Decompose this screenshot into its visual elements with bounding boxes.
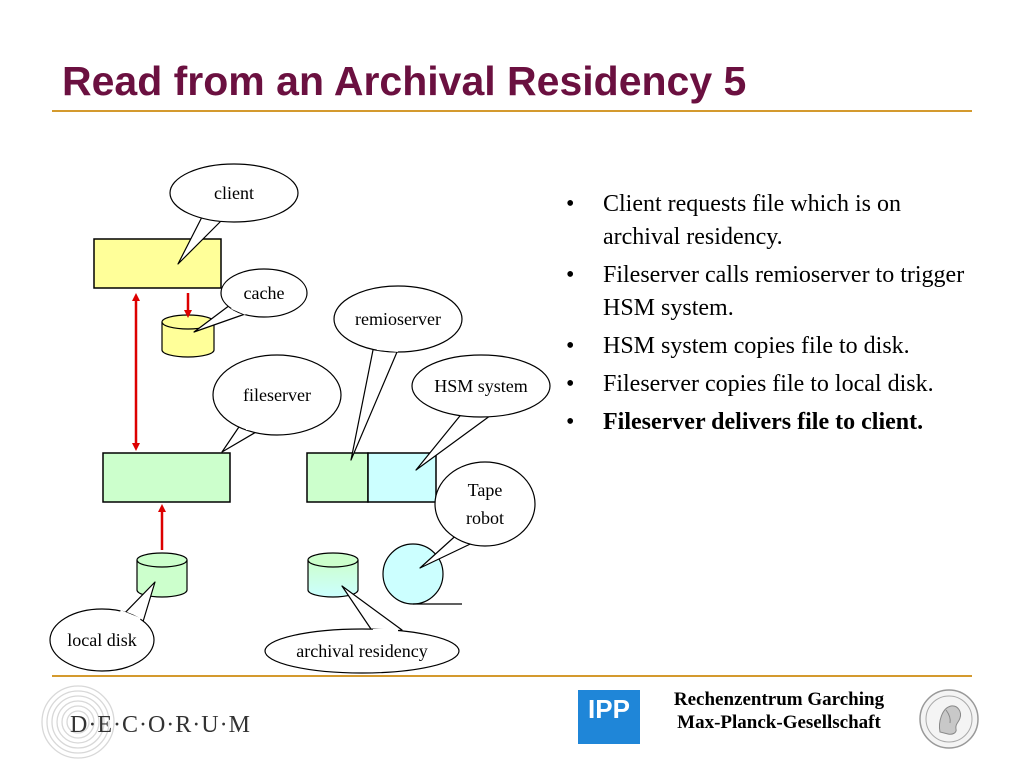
archival-residency-callout: archival residency [264,585,460,674]
bullet-text: Fileserver delivers file to client. [603,409,924,435]
tape-robot-icon [382,543,462,605]
bullet-text: HSM system copies file to disk. [603,333,910,359]
institution-text: Rechenzentrum Garching Max-Planck-Gesell… [650,688,908,734]
remioserver-callout-label: remioserver [355,309,441,329]
institution-line2: Max-Planck-Gesellschaft [677,712,881,733]
bullet-text: Fileserver calls remioserver to trigger … [603,262,965,321]
max-planck-seal-logo [919,689,979,749]
fileserver-callout: fileserver [212,354,342,453]
cache-callout: cache [193,268,308,333]
bullet-dot: • [566,371,575,397]
hsm-system-callout: HSM system [411,354,551,471]
local-disk-callout: local disk [49,581,156,672]
archival-disk-icon [307,552,359,598]
bullet-item: • Client requests file which is on archiv… [566,188,976,254]
cache-callout-label: cache [244,283,285,303]
fileserver-box [102,452,231,503]
archival-read-diagram: client cache remioserver fileserver HSM … [49,163,551,674]
hsm-system-callout-label: HSM system [434,376,528,396]
fileserver-callout-label: fileserver [243,385,311,405]
remioserver-box [306,452,369,503]
client-callout-label: client [214,183,254,203]
bullet-item: • Fileserver copies file to local disk. [566,368,976,401]
tape-robot-callout-label-line2: robot [466,508,504,528]
client-callout: client [169,163,299,265]
client-box [93,238,222,289]
bullet-dot: • [566,191,575,217]
bullet-dot: • [566,333,575,359]
decorum-swirl-logo [41,685,115,759]
local-disk-icon [136,552,188,598]
bullet-text: Client requests file which is on archiva… [603,191,901,250]
ipp-logo: IPP [578,690,640,744]
remioserver-callout: remioserver [333,285,463,461]
cache-disk-icon [161,314,215,358]
bullet-item: • Fileserver delivers file to client. [566,406,976,439]
bullet-list: • Client requests file which is on archiv… [566,188,976,444]
bullet-item: • HSM system copies file to disk. [566,330,976,363]
bullet-item: • Fileserver calls remioserver to trigger… [566,259,976,325]
bullet-dot: • [566,262,575,288]
title-rule [52,110,972,112]
decorum-logo: D·E·C·O·R·U·M [70,712,251,738]
footer-rule [52,675,972,677]
institution-line1: Rechenzentrum Garching [673,689,885,710]
archival-residency-callout-label: archival residency [296,641,427,661]
bullet-dot: • [566,409,575,435]
local-disk-callout-label: local disk [67,630,137,650]
tape-robot-callout: Tape robot [419,461,536,569]
tape-robot-callout-label-line1: Tape [468,480,503,500]
slide-title: Read from an Archival Residency 5 [62,58,747,104]
bullet-text: Fileserver copies file to local disk. [603,371,934,397]
